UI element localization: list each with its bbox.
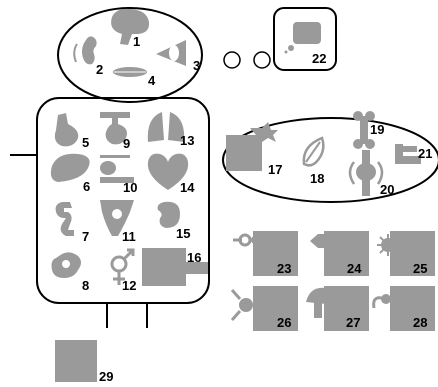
eye-icon bbox=[156, 40, 186, 66]
label-2: 2 bbox=[96, 62, 103, 77]
joint-icon bbox=[350, 150, 382, 196]
label-16: 16 bbox=[187, 250, 201, 265]
label-14: 14 bbox=[180, 180, 195, 195]
label-23: 23 bbox=[277, 261, 291, 276]
label-21: 21 bbox=[418, 146, 432, 161]
label-11: 11 bbox=[122, 229, 136, 244]
thought-circle-2 bbox=[254, 52, 270, 68]
label-27: 27 bbox=[346, 315, 360, 330]
blank-square-icon bbox=[55, 340, 97, 382]
label-4: 4 bbox=[148, 73, 156, 88]
thought-circle-1 bbox=[224, 52, 240, 68]
muscle-icon bbox=[304, 138, 324, 165]
intestine-icon bbox=[56, 202, 74, 236]
label-19: 19 bbox=[370, 122, 384, 137]
label-28: 28 bbox=[413, 315, 427, 330]
label-22: 22 bbox=[312, 51, 326, 66]
label-26: 26 bbox=[277, 315, 291, 330]
label-20: 20 bbox=[380, 182, 394, 197]
label-8: 8 bbox=[82, 278, 89, 293]
label-29: 29 bbox=[99, 369, 113, 384]
brain-icon bbox=[111, 9, 149, 45]
label-15: 15 bbox=[176, 226, 190, 241]
label-3: 3 bbox=[193, 58, 200, 73]
label-6: 6 bbox=[83, 179, 90, 194]
stomach-icon bbox=[55, 113, 78, 146]
label-25: 25 bbox=[413, 261, 427, 276]
speech-bubble-icon bbox=[285, 22, 322, 54]
mouth-icon bbox=[113, 67, 147, 77]
label-1: 1 bbox=[133, 34, 140, 49]
label-5: 5 bbox=[82, 135, 89, 150]
label-7: 7 bbox=[82, 229, 89, 244]
liver-icon bbox=[51, 154, 90, 182]
lungs-icon bbox=[148, 112, 184, 142]
pancreas-icon bbox=[100, 155, 134, 183]
label-18: 18 bbox=[310, 171, 324, 186]
label-17: 17 bbox=[268, 162, 282, 177]
label-13: 13 bbox=[180, 133, 194, 148]
label-12: 12 bbox=[122, 278, 136, 293]
colon-icon bbox=[52, 252, 82, 278]
kidney-icon bbox=[158, 202, 180, 228]
label-9: 9 bbox=[123, 136, 130, 151]
ear-icon bbox=[74, 36, 96, 64]
label-24: 24 bbox=[347, 261, 362, 276]
label-10: 10 bbox=[123, 180, 137, 195]
